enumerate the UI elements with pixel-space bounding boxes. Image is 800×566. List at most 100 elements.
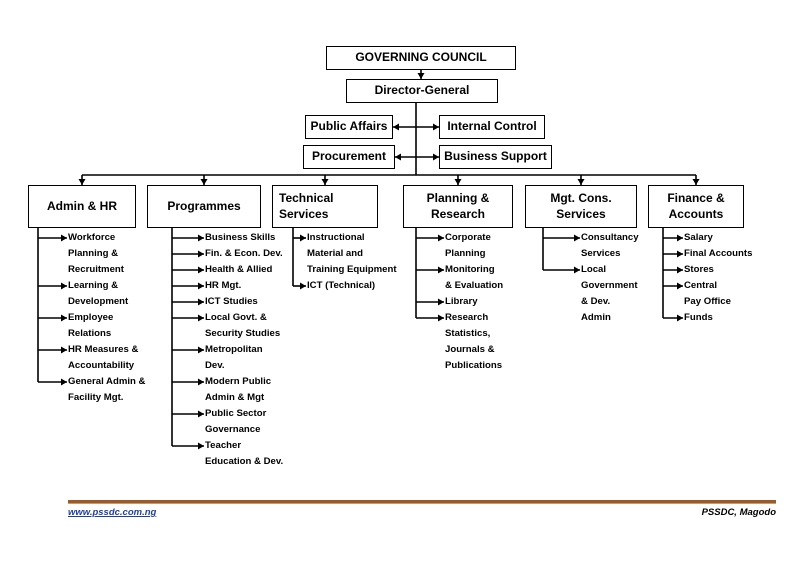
programmes-sub-unit-line: Public Sector xyxy=(205,408,267,419)
programmes-sub-unit-line: Security Studies xyxy=(205,328,281,339)
programmes-sub-unit-line: Fin. & Econ. Dev. xyxy=(205,248,283,259)
dept-finance-title-line1: Finance & xyxy=(667,190,725,205)
finance-sub-unit-line: Central xyxy=(684,280,718,291)
public-affairs-box: Public Affairs xyxy=(305,115,393,139)
admin-hr-sub-unit: HR Measures &Accountability xyxy=(68,342,138,374)
finance-item-arrow xyxy=(677,250,683,258)
planning-item-arrow xyxy=(438,314,444,322)
dept-programmes-box: Programmes xyxy=(147,185,261,228)
dept-finance-title-line2: Accounts xyxy=(668,206,724,221)
dept-planning-research-box: Planning & Research xyxy=(403,185,513,228)
programmes-sub-unit-line: Business Skills xyxy=(205,232,276,243)
technical-sub-unit-line: ICT (Technical) xyxy=(307,280,376,291)
admin-hr-sub-unit-line: HR Measures & xyxy=(68,344,139,355)
finance-sub-unit-line: Salary xyxy=(684,232,713,243)
mgt-cons-sub-unit-line: Local xyxy=(581,264,607,275)
planning-sub-unit-line: & Evaluation xyxy=(445,280,504,291)
mgt-cons-sub-unit-line: Services xyxy=(581,248,621,259)
admin-hr-item-arrow xyxy=(61,282,67,290)
to-department-arrow xyxy=(692,179,700,185)
programmes-sub-unit-line: Education & Dev. xyxy=(205,456,284,467)
admin-hr-sub-unit-line: Planning & xyxy=(68,248,119,259)
programmes-item-arrow xyxy=(198,378,204,386)
dept-admin-hr-box: Admin & HR xyxy=(28,185,136,228)
admin-hr-item-arrow xyxy=(61,346,67,354)
mgt-cons-sub-unit-line: Consultancy xyxy=(581,232,639,243)
programmes-sub-unit: Local Govt. &Security Studies xyxy=(205,310,280,342)
planning-sub-unit-line: Publications xyxy=(445,360,503,371)
procurement-box: Procurement xyxy=(303,145,395,169)
finance-item-arrow xyxy=(677,314,683,322)
mgt-cons-sub-unit-line: Government xyxy=(581,280,638,291)
dept-technical-title-line1: Technical xyxy=(279,190,334,205)
programmes-item-arrow xyxy=(198,266,204,274)
footer-website-link[interactable]: www.pssdc.com.ng xyxy=(68,507,157,518)
programmes-item-arrow xyxy=(198,250,204,258)
dept-technical-services-box: Technical Services xyxy=(272,185,378,228)
admin-hr-sub-unit-line: Employee xyxy=(68,312,114,323)
admin-hr-sub-unit-line: Workforce xyxy=(68,232,116,243)
technical-item-arrow xyxy=(300,282,306,290)
dept-programmes-title: Programmes xyxy=(167,198,241,213)
dept-finance-box: Finance & Accounts xyxy=(648,185,744,228)
programmes-sub-unit: HR Mgt. xyxy=(205,278,241,294)
planning-item-arrow xyxy=(438,298,444,306)
admin-hr-item-arrow xyxy=(61,378,67,386)
programmes-sub-unit-line: Governance xyxy=(205,424,261,435)
admin-hr-sub-unit-line: Recruitment xyxy=(68,264,124,275)
planning-sub-unit-line: Journals & xyxy=(445,344,495,355)
programmes-sub-unit-line: HR Mgt. xyxy=(205,280,242,291)
director-general-box: Director-General xyxy=(346,79,498,103)
planning-sub-unit-line: Monitoring xyxy=(445,264,495,275)
admin-hr-sub-unit: Learning &Development xyxy=(68,278,128,310)
finance-sub-unit: Stores xyxy=(684,262,714,278)
finance-sub-unit: Salary xyxy=(684,230,713,246)
planning-sub-unit-line: Planning xyxy=(445,248,486,259)
finance-sub-unit: Final Accounts xyxy=(684,246,752,262)
governing-council-box: GOVERNING COUNCIL xyxy=(326,46,516,70)
planning-sub-unit-line: Library xyxy=(445,296,478,307)
finance-item-arrow xyxy=(677,234,683,242)
admin-hr-item-arrow xyxy=(61,314,67,322)
finance-sub-unit-line: Funds xyxy=(684,312,713,323)
programmes-item-arrow xyxy=(198,298,204,306)
programmes-item-arrow xyxy=(198,346,204,354)
planning-sub-unit-line: Statistics, xyxy=(445,328,491,339)
admin-hr-sub-unit-line: Facility Mgt. xyxy=(68,392,124,403)
footer-rule-shadow xyxy=(68,503,776,504)
planning-sub-unit-line: Corporate xyxy=(445,232,491,243)
footer-rule xyxy=(68,500,776,503)
finance-item-arrow xyxy=(677,282,683,290)
finance-sub-unit-line: Pay Office xyxy=(684,296,731,307)
technical-sub-unit: ICT (Technical) xyxy=(307,278,375,294)
to-department-arrow xyxy=(577,179,585,185)
mgt-cons-item-arrow xyxy=(574,234,580,242)
admin-hr-sub-unit-line: Relations xyxy=(68,328,112,339)
footer-organisation: PSSDC, Magodo xyxy=(701,507,776,518)
finance-sub-unit-line: Stores xyxy=(684,264,714,275)
admin-hr-item-arrow xyxy=(61,234,67,242)
admin-hr-sub-unit-line: General Admin & xyxy=(68,376,146,387)
programmes-item-arrow xyxy=(198,282,204,290)
dept-technical-title-line2: Services xyxy=(279,206,329,221)
admin-hr-sub-unit-line: Learning & xyxy=(68,280,119,291)
mgt-cons-sub-unit-line: & Dev. xyxy=(581,296,611,307)
technical-sub-unit-line: Training Equipment xyxy=(307,264,397,275)
programmes-sub-unit-line: Metropolitan xyxy=(205,344,263,355)
dept-admin-hr-title: Admin & HR xyxy=(47,198,117,213)
planning-item-arrow xyxy=(438,234,444,242)
programmes-sub-unit-line: Health & Allied xyxy=(205,264,273,275)
to-department-arrow xyxy=(321,179,329,185)
technical-item-arrow xyxy=(300,234,306,242)
planning-sub-unit: Library xyxy=(445,294,478,310)
to-business-support-arrow xyxy=(433,153,439,161)
planning-item-arrow xyxy=(438,266,444,274)
